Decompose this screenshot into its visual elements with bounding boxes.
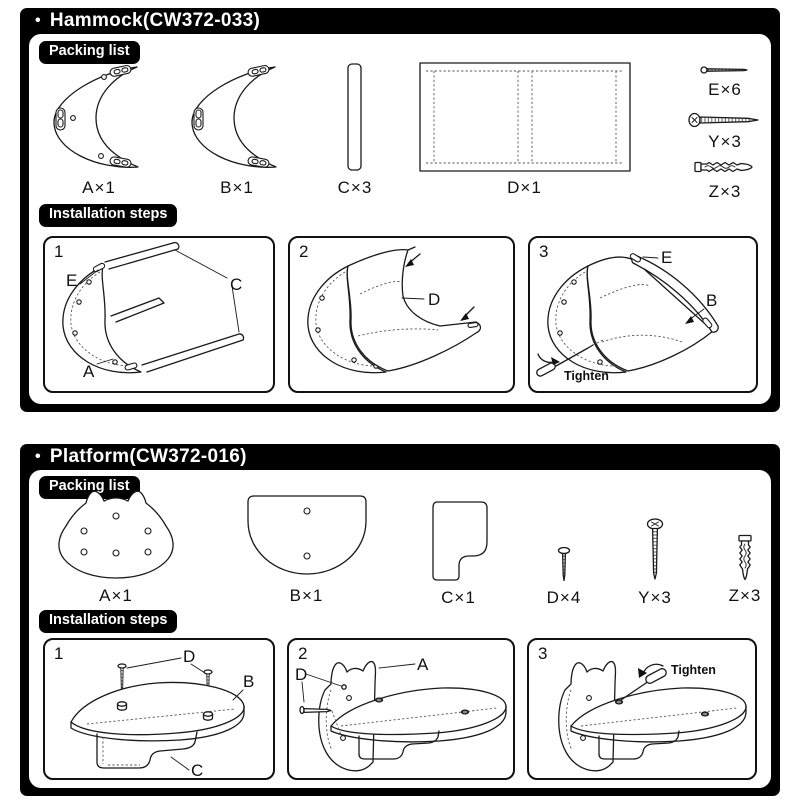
part-label: B×1 (220, 178, 254, 197)
platform-installation-steps-badge: Installation steps (39, 610, 178, 633)
section-hammock: • Hammock(CW372-033) Packing list (20, 8, 780, 412)
platform-step-3: 3 Tig (527, 638, 757, 780)
callout-e: E (661, 248, 672, 267)
hammock-section-title: • Hammock(CW372-033) (35, 10, 260, 32)
tighten-note: Tighten (564, 369, 609, 383)
callout-d: D (183, 647, 195, 666)
step-number: 2 (299, 242, 309, 261)
support-bar-drawing (347, 63, 362, 171)
part-label: A×1 (99, 586, 133, 605)
platform-step-1: 1 (43, 638, 275, 780)
cat-head-board-drawing (58, 490, 174, 579)
part-label: C×3 (337, 178, 373, 197)
hammock-part-e: E×6 (681, 64, 769, 108)
hammock-part-c: C×3 (325, 62, 385, 202)
round-bottom-board-drawing (246, 495, 367, 575)
step-number: 3 (539, 242, 549, 261)
section-platform: • Platform(CW372-016) Packing list A×1 (20, 444, 780, 796)
screwdriver-icon (555, 344, 594, 367)
bullet-icon: • (35, 448, 41, 465)
callout-d: D (428, 290, 440, 309)
part-label: D×4 (546, 588, 582, 607)
callout-b: B (243, 672, 254, 691)
hammock-part-z: Z×3 (681, 158, 769, 210)
hammock-step-3: 3 E B (528, 236, 758, 393)
platform-panel: Packing list A×1 (29, 470, 771, 788)
platform-step-1-drawing: D B C (70, 647, 254, 778)
long-screw-icon (646, 518, 664, 580)
callout-d: D (295, 665, 307, 684)
hammock-part-y: Y×3 (679, 112, 771, 158)
part-label: Y×3 (708, 132, 742, 151)
bullet-icon: • (35, 12, 41, 29)
wall-anchor-icon (694, 161, 753, 173)
step-number: 2 (298, 644, 308, 663)
platform-packing-list-badge: Packing list (39, 476, 140, 499)
hammock-part-d: D×1 (417, 62, 632, 202)
hammock-title-text: Hammock(CW372-033) (49, 10, 261, 31)
callout-c: C (230, 275, 242, 294)
screwdriver-icon (620, 680, 650, 701)
hammock-step-2-drawing: D (307, 246, 482, 374)
callout-a: A (83, 362, 95, 381)
fabric-panel-drawing (418, 62, 631, 172)
part-label: Y×3 (638, 588, 672, 607)
hammock-step-1-drawing: E C A (62, 241, 245, 381)
part-label: D×1 (507, 178, 542, 197)
hammock-step-3-drawing: E B Tighten (536, 248, 719, 383)
small-screw-icon (700, 66, 748, 74)
crescent-board-a-drawing (52, 64, 139, 168)
crescent-board-b-drawing (190, 64, 277, 168)
small-screw-icon (557, 546, 571, 582)
platform-step-3-drawing: Tighten (558, 660, 747, 772)
platform-part-y: Y×3 (625, 518, 685, 610)
long-screw-icon (688, 112, 759, 128)
hammock-installation-steps-badge: Installation steps (39, 204, 178, 227)
part-label: C×1 (441, 588, 476, 607)
hammock-step-2: 2 D (288, 236, 515, 393)
platform-part-b: B×1 (234, 494, 379, 616)
hammock-part-b: B×1 (177, 62, 297, 202)
hammock-step-1: 1 E C (43, 236, 275, 393)
hammock-panel: Packing list A×1 (29, 34, 771, 404)
part-label: Z×3 (708, 182, 742, 201)
platform-step-2-drawing: A D (295, 655, 507, 772)
platform-part-z: Z×3 (715, 534, 775, 610)
hammock-part-a: A×1 (39, 62, 159, 202)
callout-c: C (191, 761, 203, 778)
hammock-packing-list-badge: Packing list (39, 41, 140, 64)
platform-part-d: D×4 (534, 546, 594, 610)
part-label: E×6 (708, 80, 742, 99)
platform-title-text: Platform(CW372-016) (49, 446, 247, 467)
callout-e: E (66, 271, 77, 290)
step-number: 3 (538, 644, 548, 663)
step-number: 1 (54, 644, 64, 663)
platform-part-c: C×1 (421, 500, 496, 616)
tighten-note: Tighten (671, 663, 716, 677)
platform-step-2: 2 A D (287, 638, 515, 780)
notched-board-drawing (431, 501, 488, 581)
part-label: B×1 (289, 586, 324, 605)
step-number: 1 (54, 242, 64, 261)
wall-anchor-icon (738, 534, 752, 581)
part-label: Z×3 (728, 586, 762, 605)
platform-part-a: A×1 (41, 486, 191, 616)
platform-section-title: • Platform(CW372-016) (35, 446, 247, 468)
callout-a: A (417, 655, 429, 674)
callout-b: B (706, 291, 717, 310)
part-label: A×1 (82, 178, 116, 197)
